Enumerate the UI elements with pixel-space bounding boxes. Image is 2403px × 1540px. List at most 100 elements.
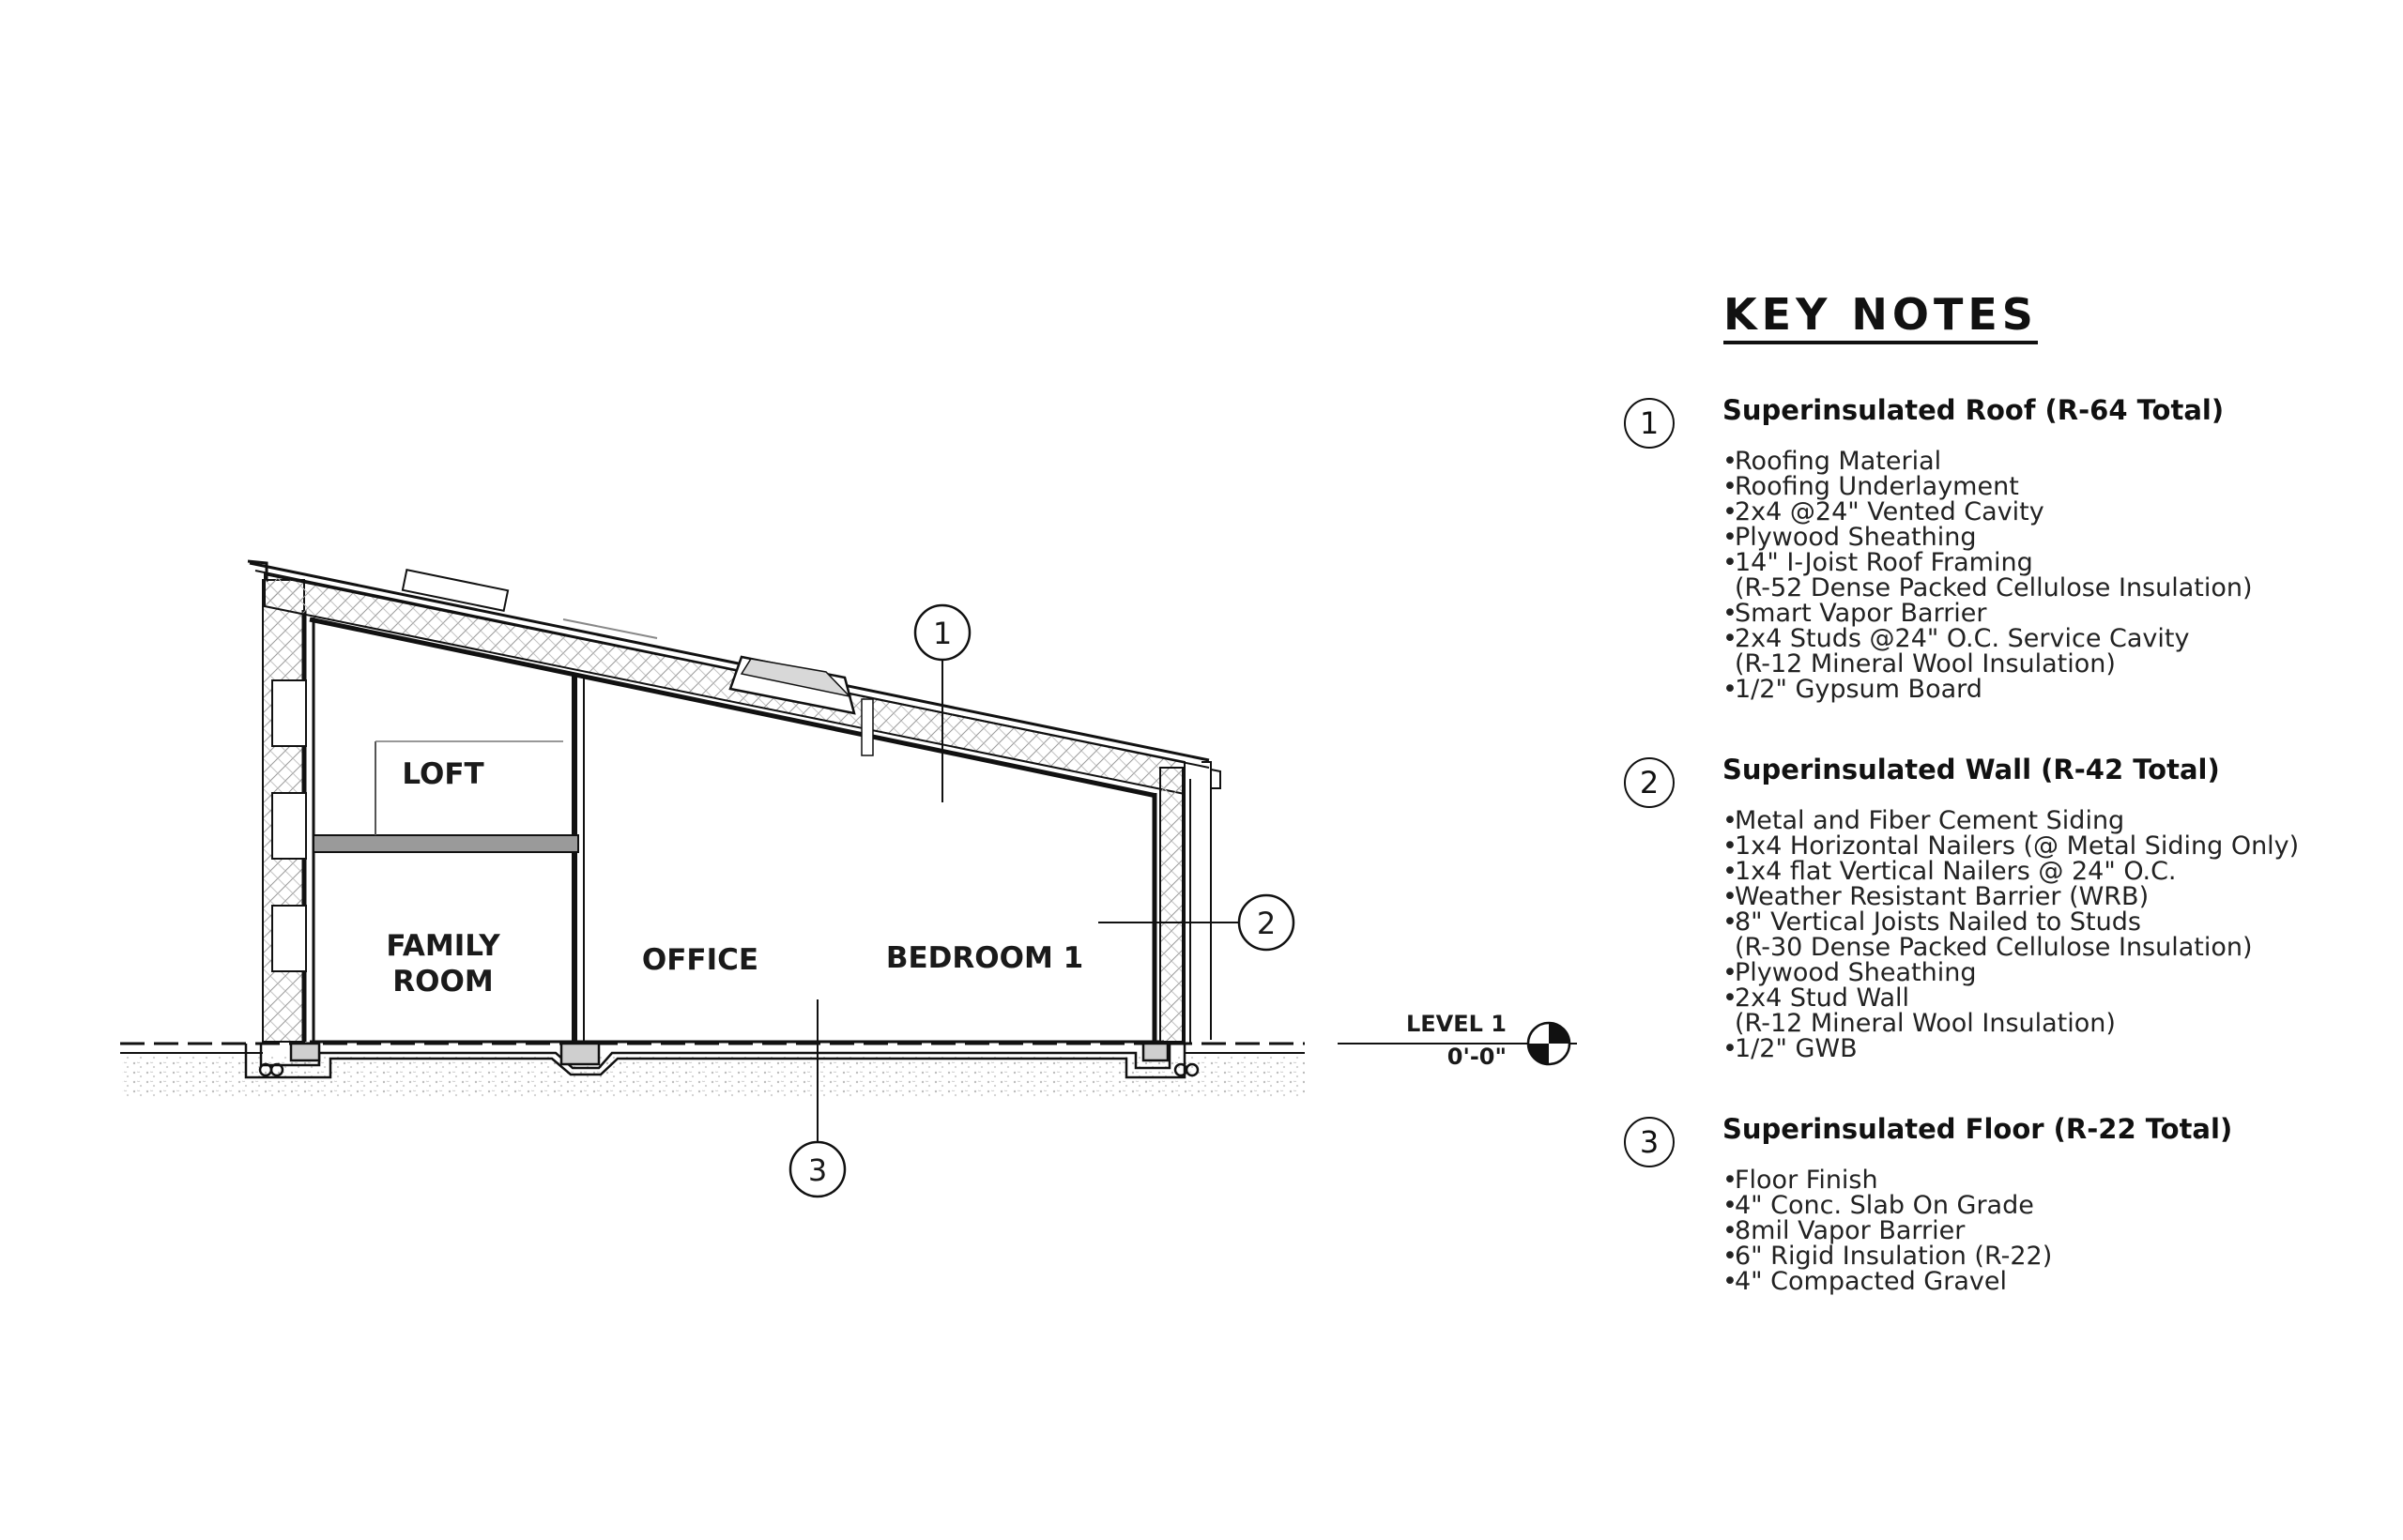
key-note-item: (R-12 Mineral Wool Insulation): [1722, 1011, 2299, 1036]
callout-1-number: 1: [933, 616, 952, 651]
key-note-item: •Roofing Material: [1722, 449, 2253, 474]
key-note-item: •Plywood Sheathing: [1722, 525, 2253, 550]
key-note-3-items: •Floor Finish•4" Conc. Slab On Grade•8mi…: [1722, 1167, 2052, 1294]
bullet-icon: •: [1722, 447, 1737, 476]
key-note-item-text: Plywood Sheathing: [1735, 523, 1977, 552]
key-note-2-number: 2: [1624, 757, 1675, 808]
bullet-icon: •: [1722, 497, 1737, 526]
bullet-icon: •: [1722, 675, 1737, 704]
key-note-item-text: 1/2" GWB: [1735, 1034, 1858, 1063]
key-note-item-text: (R-12 Mineral Wool Insulation): [1735, 649, 2116, 679]
callout-3: 3: [788, 999, 847, 1198]
bullet-icon: •: [1722, 857, 1737, 886]
bullet-icon: •: [1722, 1242, 1737, 1271]
right-wall: [1152, 761, 1221, 1044]
key-note-item-text: Floor Finish: [1735, 1166, 1878, 1195]
key-note-item: •Smart Vapor Barrier: [1722, 601, 2253, 626]
key-note-item: (R-52 Dense Packed Cellulose Insulation): [1722, 575, 2253, 601]
key-note-item: •4" Conc. Slab On Grade: [1722, 1193, 2052, 1218]
bullet-icon: •: [1722, 548, 1737, 577]
key-note-item-text: 1x4 flat Vertical Nailers @ 24" O.C.: [1735, 857, 2177, 886]
key-note-item: •1x4 flat Vertical Nailers @ 24" O.C.: [1722, 859, 2299, 884]
level-datum-icon: [1526, 1021, 1571, 1066]
key-note-item-text: 6" Rigid Insulation (R-22): [1735, 1242, 2053, 1271]
key-note-item-text: (R-30 Dense Packed Cellulose Insulation): [1735, 933, 2253, 962]
bullet-icon: •: [1722, 983, 1737, 1013]
key-note-item: •14" I-Joist Roof Framing: [1722, 550, 2253, 575]
key-note-item-text: 2x4 @24" Vented Cavity: [1735, 497, 2044, 526]
interior-framing: [313, 676, 585, 1042]
roof-assembly: [249, 561, 1210, 799]
key-note-item-text: 4" Compacted Gravel: [1735, 1267, 2007, 1296]
callout-2: 2: [1098, 893, 1295, 952]
key-note-item: •Floor Finish: [1722, 1167, 2052, 1193]
callout-1: 1: [913, 603, 972, 802]
bullet-icon: •: [1722, 882, 1737, 911]
key-note-item-text: Plywood Sheathing: [1735, 958, 1977, 987]
key-note-item: •2x4 Studs @24" O.C. Service Cavity: [1722, 626, 2253, 651]
bullet-icon: •: [1722, 599, 1737, 628]
key-note-item: •1/2" Gypsum Board: [1722, 677, 2253, 702]
key-note-item: •4" Compacted Gravel: [1722, 1269, 2052, 1294]
key-note-item-text: 2x4 Stud Wall: [1735, 983, 1909, 1013]
key-note-3-title: Superinsulated Floor (R-22 Total): [1722, 1113, 2233, 1145]
key-note-item: •2x4 @24" Vented Cavity: [1722, 499, 2253, 525]
bullet-icon: •: [1722, 806, 1737, 835]
key-note-item-text: 14" I-Joist Roof Framing: [1735, 548, 2033, 577]
key-note-item-text: (R-12 Mineral Wool Insulation): [1735, 1009, 2116, 1038]
room-label-family-room: FAMILY: [386, 929, 500, 963]
key-note-item: (R-30 Dense Packed Cellulose Insulation): [1722, 935, 2299, 960]
bullet-icon: •: [1722, 1166, 1737, 1195]
bullet-icon: •: [1722, 831, 1737, 861]
key-note-item: •1/2" GWB: [1722, 1036, 2299, 1061]
key-note-item-text: 1x4 Horizontal Nailers (@ Metal Siding O…: [1735, 831, 2300, 861]
level-name: LEVEL 1: [1406, 1011, 1507, 1037]
key-note-item: (R-12 Mineral Wool Insulation): [1722, 651, 2253, 677]
bullet-icon: •: [1722, 958, 1737, 987]
key-note-1-number: 1: [1624, 398, 1675, 449]
left-wall: [247, 559, 315, 1043]
room-label-bedroom: BEDROOM 1: [886, 941, 1083, 975]
key-note-item: •Roofing Underlayment: [1722, 474, 2253, 499]
key-note-item: •Metal and Fiber Cement Siding: [1722, 808, 2299, 833]
key-note-1-title: Superinsulated Roof (R-64 Total): [1722, 394, 2225, 426]
key-note-item-text: Smart Vapor Barrier: [1735, 599, 1987, 628]
level-marker: LEVEL 1 0'-0": [1338, 1011, 1577, 1070]
key-note-item-text: 1/2" Gypsum Board: [1735, 675, 1982, 704]
key-note-item-text: Metal and Fiber Cement Siding: [1735, 806, 2125, 835]
floor-slab: [244, 1040, 1200, 1079]
callout-2-number: 2: [1257, 906, 1276, 941]
key-note-1-items: •Roofing Material•Roofing Underlayment•2…: [1722, 449, 2253, 702]
bullet-icon: •: [1722, 1267, 1737, 1296]
key-notes-title: KEY NOTES: [1723, 291, 2038, 344]
key-note-item: •Weather Resistant Barrier (WRB): [1722, 884, 2299, 909]
bullet-icon: •: [1722, 523, 1737, 552]
key-note-3-number: 3: [1624, 1117, 1675, 1167]
key-note-item-text: Roofing Material: [1735, 447, 1942, 476]
key-note-item: •1x4 Horizontal Nailers (@ Metal Siding …: [1722, 833, 2299, 859]
key-note-item-text: (R-52 Dense Packed Cellulose Insulation): [1735, 573, 2253, 602]
level-elevation: 0'-0": [1447, 1044, 1507, 1070]
bullet-icon: •: [1722, 1034, 1737, 1063]
bullet-icon: •: [1722, 624, 1737, 653]
key-note-item: •6" Rigid Insulation (R-22): [1722, 1243, 2052, 1269]
room-label-office: OFFICE: [642, 943, 758, 977]
callout-3-number: 3: [808, 1152, 827, 1188]
bullet-icon: •: [1722, 1191, 1737, 1220]
bullet-icon: •: [1722, 1216, 1737, 1245]
key-note-item: •8" Vertical Joists Nailed to Studs: [1722, 909, 2299, 935]
key-note-item-text: 4" Conc. Slab On Grade: [1735, 1191, 2034, 1220]
key-note-2-title: Superinsulated Wall (R-42 Total): [1722, 754, 2220, 785]
key-note-item: •8mil Vapor Barrier: [1722, 1218, 2052, 1243]
key-note-2-items: •Metal and Fiber Cement Siding•1x4 Horiz…: [1722, 808, 2299, 1061]
bullet-icon: •: [1722, 472, 1737, 501]
room-label-loft: LOFT: [402, 757, 483, 791]
key-note-item-text: 8mil Vapor Barrier: [1735, 1216, 1966, 1245]
key-note-item-text: Roofing Underlayment: [1735, 472, 2019, 501]
room-label-family-room-2: ROOM: [392, 965, 493, 999]
bullet-icon: •: [1722, 907, 1737, 937]
key-note-item-text: 2x4 Studs @24" O.C. Service Cavity: [1735, 624, 2190, 653]
key-note-item-text: Weather Resistant Barrier (WRB): [1735, 882, 2150, 911]
key-note-item: •2x4 Stud Wall: [1722, 985, 2299, 1011]
